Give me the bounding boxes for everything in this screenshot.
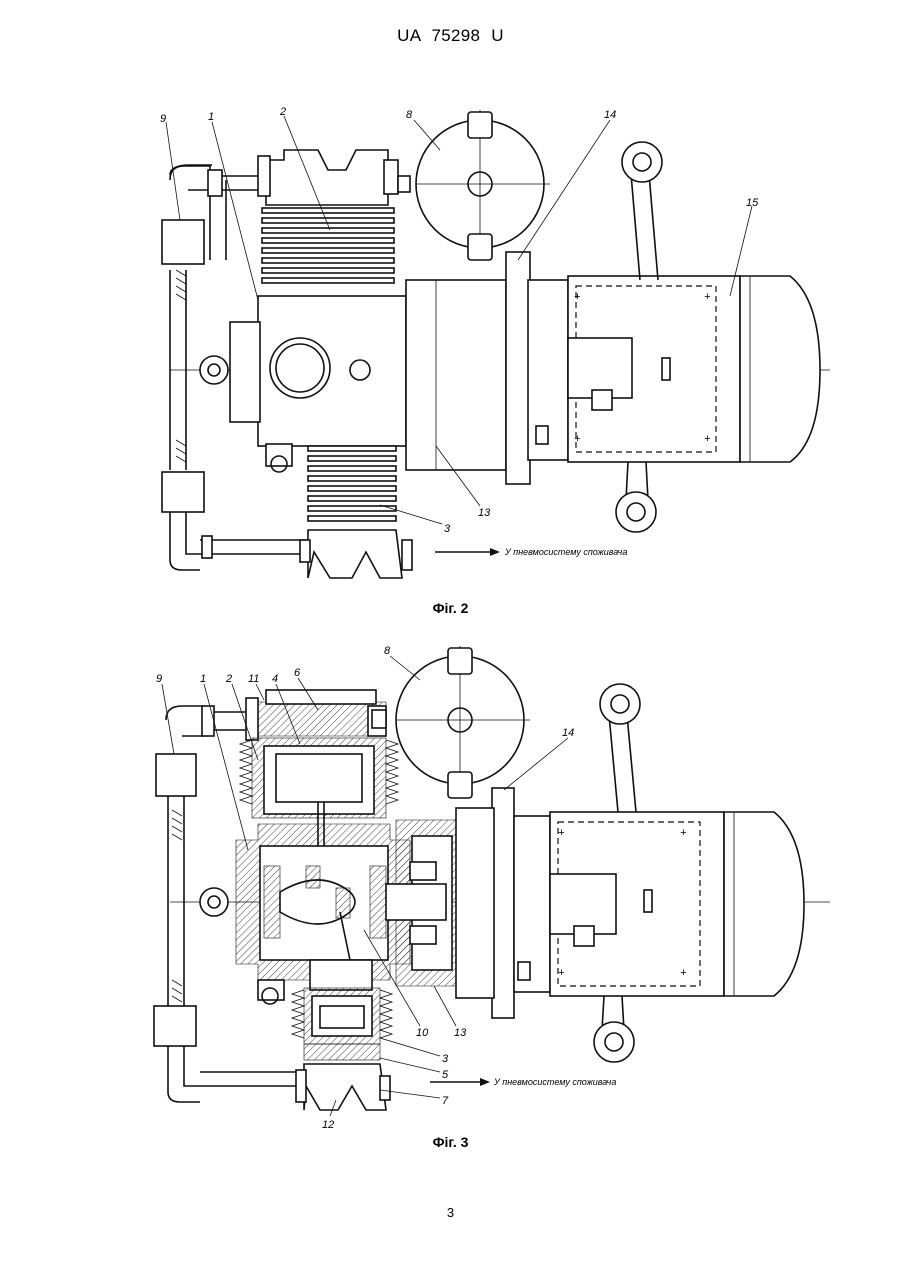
ref-label-8: 8 bbox=[406, 109, 413, 121]
page-number: 3 bbox=[0, 1205, 901, 1220]
ref-label-3: 3 bbox=[444, 523, 451, 535]
valve-9 bbox=[156, 754, 196, 796]
ref-label-11: 11 bbox=[248, 673, 259, 685]
ref-label-10: 10 bbox=[416, 1027, 429, 1039]
ref-label-14: 14 bbox=[562, 727, 574, 739]
svg-text:+: + bbox=[680, 827, 687, 839]
filter-unit bbox=[162, 472, 204, 512]
cylinder-head bbox=[266, 150, 388, 205]
crankcase bbox=[258, 296, 406, 446]
figure-3-caption: Фіг. 3 bbox=[0, 1134, 901, 1150]
figure-2-caption: Фіг. 2 bbox=[0, 600, 901, 616]
pipe-wrap bbox=[176, 270, 186, 462]
lower-head bbox=[308, 530, 402, 578]
patent-header: UA 75298 U bbox=[0, 26, 901, 46]
valve-9 bbox=[162, 220, 204, 264]
ref-label-2: 2 bbox=[225, 673, 232, 685]
ref-label-6: 6 bbox=[294, 667, 301, 679]
figure-3-drawing: + + + + У пневмосистему споживача 9 1 2 … bbox=[140, 640, 840, 1140]
fan-8 bbox=[398, 110, 550, 260]
svg-text:+: + bbox=[704, 433, 711, 445]
ref-label-8: 8 bbox=[384, 645, 391, 657]
svg-text:+: + bbox=[574, 433, 581, 445]
filter-unit bbox=[154, 1006, 196, 1046]
ref-label-9: 9 bbox=[160, 113, 166, 125]
electric-motor-15: + + + + bbox=[568, 276, 820, 462]
cooling-fins-upper bbox=[262, 208, 394, 283]
ref-label-15: 15 bbox=[746, 197, 759, 209]
ref-label-5: 5 bbox=[442, 1069, 449, 1081]
ref-label-13: 13 bbox=[454, 1027, 467, 1039]
lower-cylinder-section bbox=[292, 960, 392, 1110]
svg-text:+: + bbox=[558, 827, 565, 839]
outlet-note: У пневмосистему споживача bbox=[504, 547, 627, 557]
coupling-housing-13 bbox=[386, 820, 456, 986]
ref-label-7: 7 bbox=[442, 1095, 449, 1107]
svg-text:+: + bbox=[558, 967, 565, 979]
ref-label-14: 14 bbox=[604, 109, 616, 121]
svg-text:+: + bbox=[704, 291, 711, 303]
cooling-fins-lower bbox=[308, 446, 396, 521]
coupling-housing-13 bbox=[406, 280, 506, 470]
ref-label-9: 9 bbox=[156, 673, 162, 685]
outlet-note: У пневмосистему споживача bbox=[493, 1077, 616, 1087]
crankcase-section bbox=[200, 824, 410, 1004]
figure-2-drawing: + + + + У пневмосистему споживача 9 1 2 … bbox=[140, 100, 840, 590]
flange-14 bbox=[492, 788, 514, 1018]
ref-label-1: 1 bbox=[208, 111, 214, 123]
ref-label-13: 13 bbox=[478, 507, 491, 519]
electric-motor: + + + + bbox=[550, 812, 804, 996]
ref-label-12: 12 bbox=[322, 1119, 334, 1131]
svg-text:+: + bbox=[574, 291, 581, 303]
pipe-wrap bbox=[172, 810, 182, 1002]
ref-label-2: 2 bbox=[279, 106, 286, 118]
ref-label-4: 4 bbox=[272, 673, 278, 685]
svg-text:+: + bbox=[680, 967, 687, 979]
flange-14 bbox=[506, 252, 530, 484]
ref-label-3: 3 bbox=[442, 1053, 449, 1065]
ref-label-1: 1 bbox=[200, 673, 206, 685]
